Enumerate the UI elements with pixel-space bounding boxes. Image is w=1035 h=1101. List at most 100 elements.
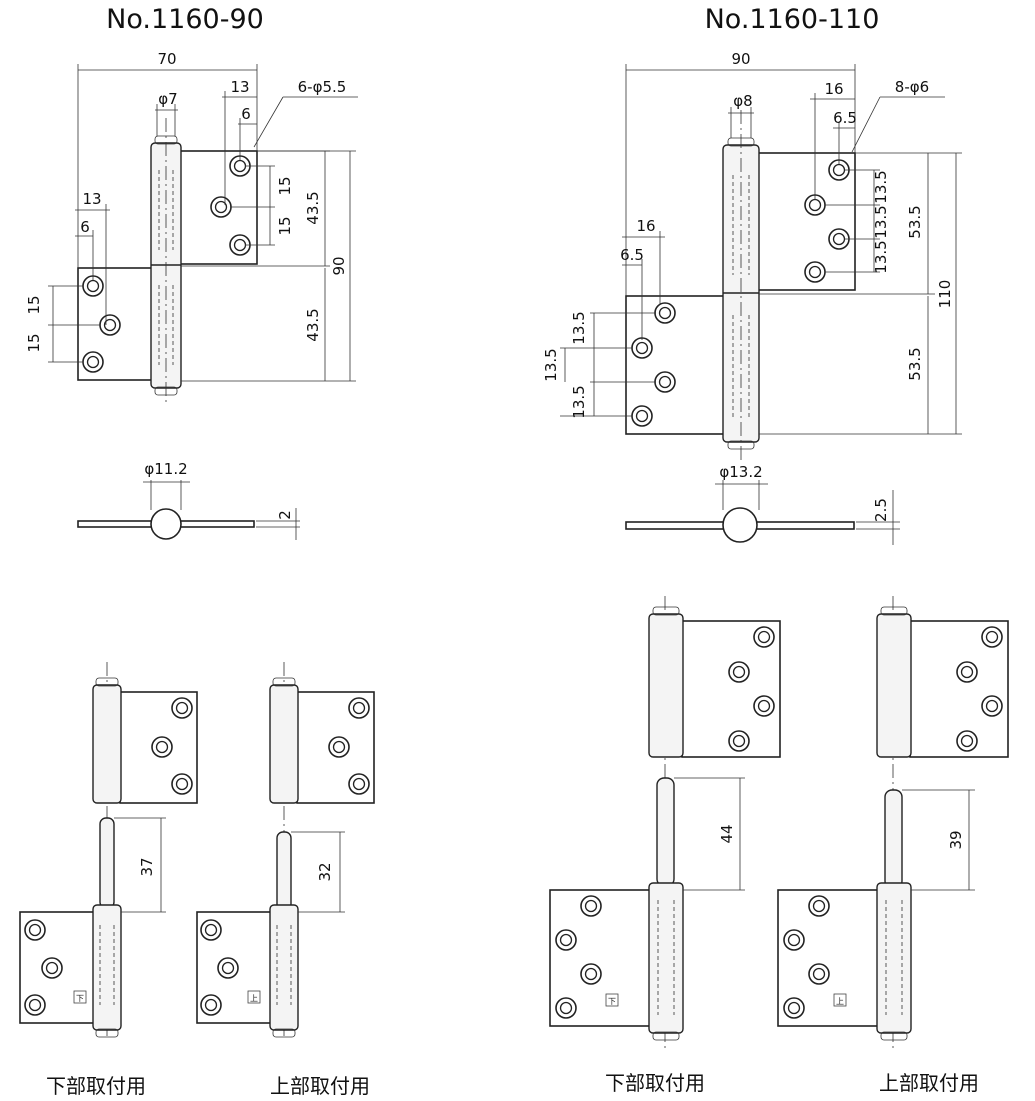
- model-1160-110: No.1160-110: [542, 4, 1009, 1095]
- dim-pin-diameter: φ8: [733, 92, 752, 110]
- upper-mount-assembly: 上 39 上部取付用: [777, 596, 1009, 1095]
- screw-hole: [348, 773, 370, 795]
- dim-left-16: 16: [636, 217, 655, 235]
- dim-left-13-5b: 13.5: [542, 348, 560, 381]
- screw-hole: [808, 963, 830, 985]
- dim-pin-length: 32: [316, 862, 334, 881]
- model-title: No.1160-110: [705, 4, 880, 35]
- screw-hole: [753, 626, 775, 648]
- dim-hole-spec: 6-φ5.5: [298, 78, 347, 96]
- dimension-lines: [560, 64, 962, 435]
- pin: [884, 789, 903, 889]
- screw-hole: [654, 371, 676, 393]
- screw-hole: [24, 994, 46, 1016]
- barrel: [648, 882, 684, 1034]
- end-view: φ11.2 2: [77, 460, 300, 540]
- position-mark: 下: [608, 997, 616, 1006]
- dim-knuckle-diameter: φ11.2: [144, 460, 187, 478]
- dim-left-13-5c: 13.5: [570, 385, 588, 418]
- dim-total-height: 110: [936, 280, 954, 309]
- barrel: [92, 684, 122, 804]
- dim-left-6-5: 6.5: [620, 246, 644, 264]
- screw-hole: [99, 314, 121, 336]
- screw-hole: [728, 730, 750, 752]
- screw-hole: [783, 997, 805, 1019]
- screw-hole: [728, 661, 750, 683]
- dim-left-6: 6: [80, 218, 90, 236]
- dim-right-15b: 15: [276, 216, 294, 235]
- position-mark: 下: [76, 994, 84, 1003]
- dim-knuckle-diameter: φ13.2: [719, 463, 762, 481]
- lower-mount-assembly: 下 44 下部取付用: [549, 596, 781, 1095]
- caption-upper-mount: 上部取付用: [270, 1074, 370, 1098]
- caption-upper-mount: 上部取付用: [879, 1071, 979, 1095]
- dim-width: 90: [731, 50, 750, 68]
- top-view: 90 φ8 16 6.5 8-φ6 16 6.5 13.5 13.5 13.5 …: [542, 50, 962, 460]
- screw-hole: [808, 895, 830, 917]
- screw-hole: [631, 405, 653, 427]
- screw-hole: [654, 302, 676, 324]
- dim-right-13-5a: 13.5: [872, 170, 890, 203]
- screw-hole: [171, 773, 193, 795]
- caption-lower-mount: 下部取付用: [46, 1074, 146, 1098]
- pin: [99, 817, 115, 909]
- end-view: φ13.2 2.5: [625, 463, 900, 545]
- barrel: [876, 882, 912, 1034]
- screw-hole: [41, 957, 63, 979]
- barrel: [269, 684, 299, 804]
- dim-hole-spec: 8-φ6: [895, 78, 929, 96]
- dim-thickness: 2.5: [872, 498, 890, 522]
- screw-hole: [24, 919, 46, 941]
- upper-mount-assembly: 上 32 上部取付用: [196, 662, 375, 1098]
- dim-right-6-5: 6.5: [833, 109, 857, 127]
- screw-hole: [328, 736, 350, 758]
- screw-hole: [804, 261, 826, 283]
- pin: [656, 777, 675, 887]
- screw-hole: [217, 957, 239, 979]
- top-view: 70 φ7 13 6 6-φ5.5 13 6 15 15 43.5 90 43.…: [25, 50, 358, 405]
- screw-hole: [82, 351, 104, 373]
- screw-hole: [631, 337, 653, 359]
- barrel: [92, 904, 122, 1031]
- dim-right-13-5b: 13.5: [872, 205, 890, 238]
- dim-right-6: 6: [241, 105, 251, 123]
- screw-hole: [783, 929, 805, 951]
- screw-hole: [210, 196, 232, 218]
- lower-mount-assembly: 下 37 下部取付用: [19, 662, 198, 1098]
- dim-left-53-5: 53.5: [906, 347, 924, 380]
- dim-left-13: 13: [82, 190, 101, 208]
- dim-right-16: 16: [824, 80, 843, 98]
- model-1160-90: No.1160-90: [19, 4, 375, 1098]
- screw-hole: [151, 736, 173, 758]
- pin: [276, 831, 292, 911]
- screw-hole: [956, 661, 978, 683]
- screw-hole: [348, 697, 370, 719]
- dim-right-43-5: 43.5: [304, 191, 322, 224]
- screw-hole: [981, 626, 1003, 648]
- screw-hole: [200, 919, 222, 941]
- dim-left-15b: 15: [25, 333, 43, 352]
- dim-right-15a: 15: [276, 176, 294, 195]
- screw-hole: [555, 997, 577, 1019]
- screw-hole: [555, 929, 577, 951]
- dim-right-13: 13: [230, 78, 249, 96]
- dim-pin-length: 39: [947, 830, 965, 849]
- caption-lower-mount: 下部取付用: [605, 1071, 705, 1095]
- dim-left-43-5: 43.5: [304, 308, 322, 341]
- dim-pin-diameter: φ7: [158, 90, 177, 108]
- dim-pin-length: 44: [718, 824, 736, 843]
- dim-left-15a: 15: [25, 295, 43, 314]
- dim-pin-length: 37: [138, 857, 156, 876]
- screw-hole: [956, 730, 978, 752]
- dim-total-height: 90: [330, 256, 348, 275]
- position-mark: 上: [250, 994, 258, 1003]
- barrel: [269, 904, 299, 1031]
- model-title: No.1160-90: [106, 4, 264, 35]
- dim-width: 70: [157, 50, 176, 68]
- dim-right-53-5: 53.5: [906, 205, 924, 238]
- dimension-lines: [48, 64, 358, 382]
- screw-hole: [580, 963, 602, 985]
- dim-thickness: 2: [276, 510, 294, 520]
- screw-hole: [580, 895, 602, 917]
